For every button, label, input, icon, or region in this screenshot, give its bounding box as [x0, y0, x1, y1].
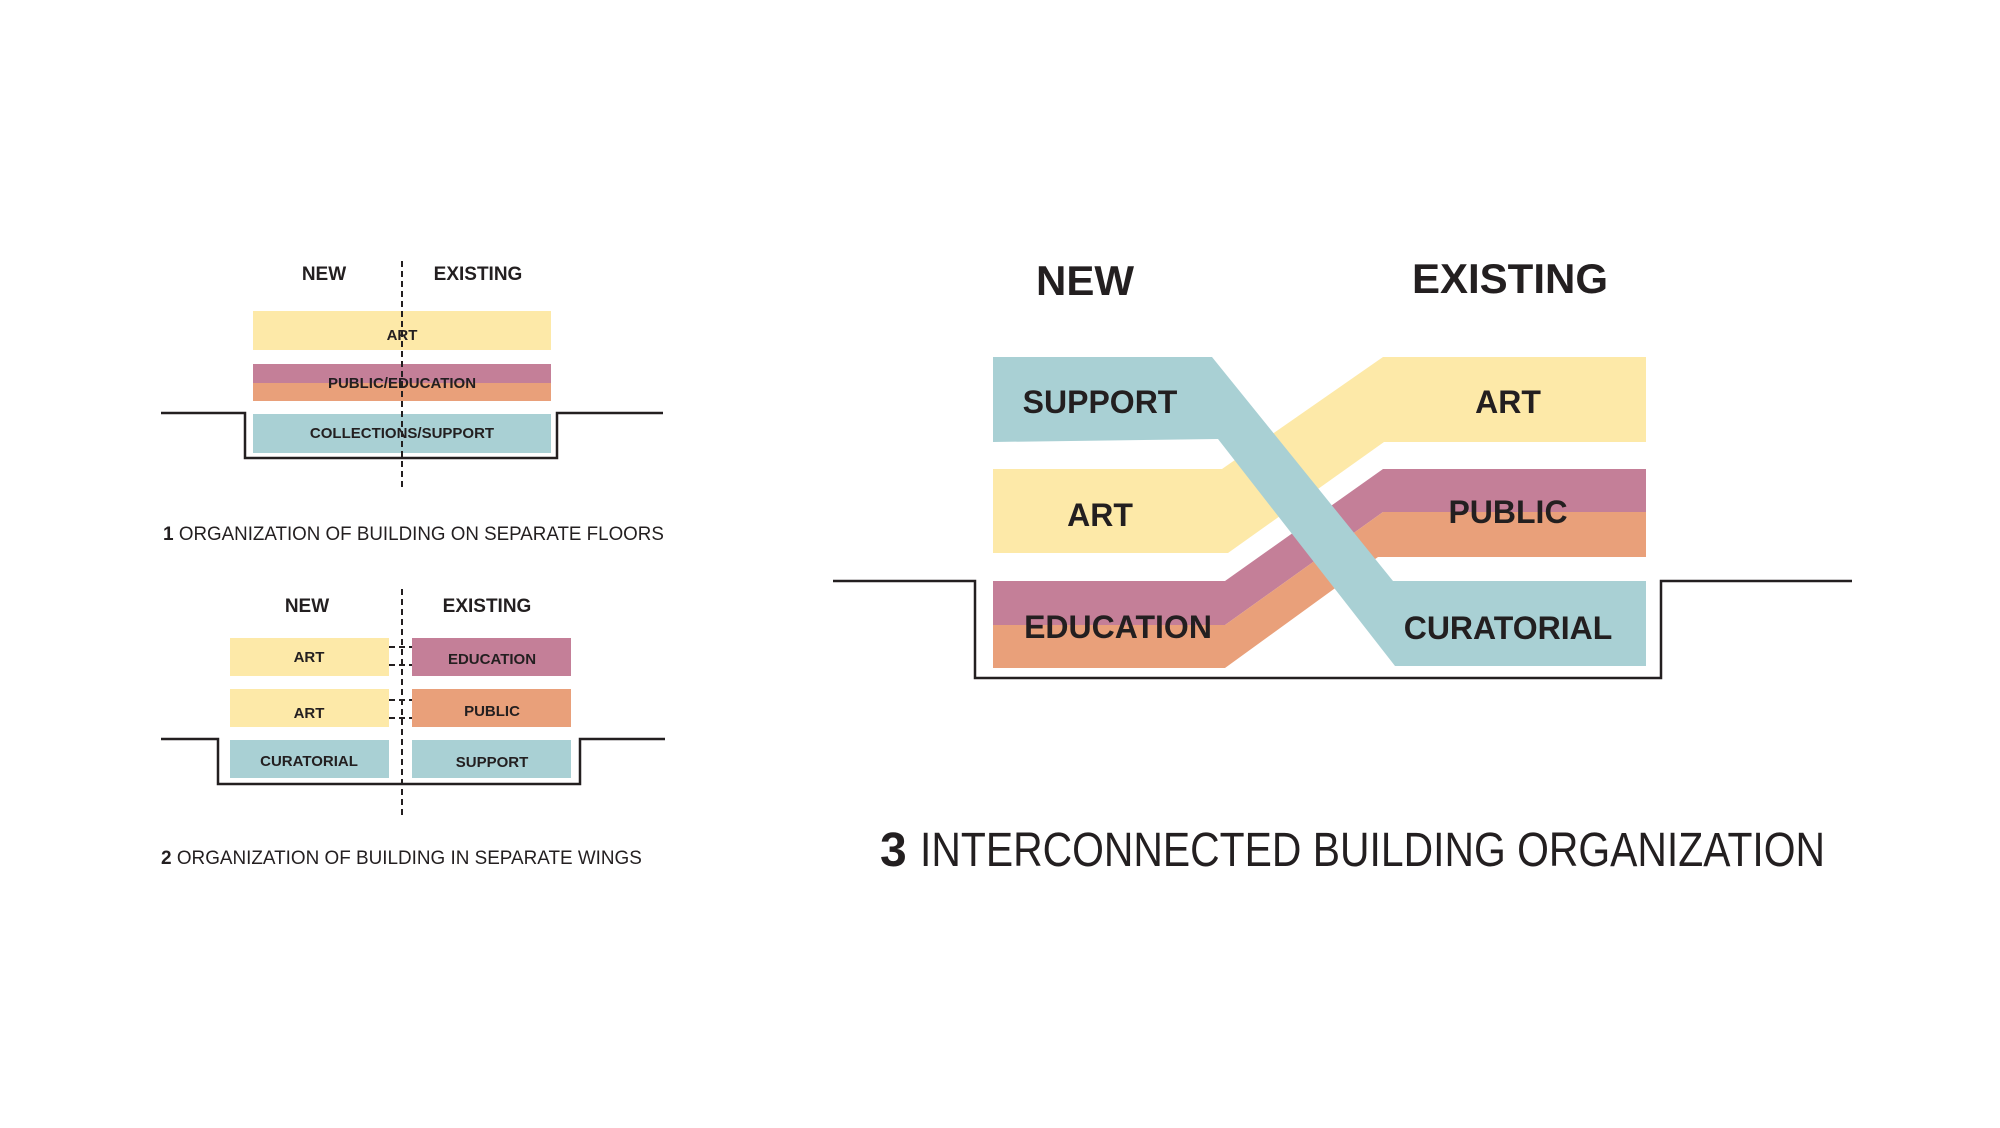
diagram-separate-floors: NEW EXISTING ART PUBLIC/EDUCATION COLLEC…: [161, 261, 664, 545]
curatorial-label: CURATORIAL: [260, 753, 358, 770]
curatorial-label: CURATORIAL: [1404, 610, 1613, 646]
support-label: SUPPORT: [1023, 384, 1178, 420]
ground-line: [161, 737, 665, 786]
caption: 1 ORGANIZATION OF BUILDING ON SEPARATE F…: [163, 524, 664, 545]
art-block: [230, 689, 389, 727]
existing-heading: EXISTING: [443, 596, 532, 617]
support-block: [412, 740, 571, 778]
public-block: [412, 689, 571, 727]
ground-line: [833, 579, 1852, 680]
diagram-interconnected: NEW EXISTING SUPPORT ART EDUCATION ART P…: [833, 255, 1852, 877]
new-heading: NEW: [302, 264, 346, 285]
support-curatorial-band: [993, 357, 1646, 666]
art-label: ART: [294, 649, 325, 666]
education-block: [412, 638, 571, 676]
art-label: ART: [1475, 384, 1541, 420]
art-label: ART: [1067, 497, 1133, 533]
ground-line: [161, 411, 663, 460]
caption: 2 ORGANIZATION OF BUILDING IN SEPARATE W…: [161, 848, 642, 869]
support-label: SUPPORT: [456, 754, 529, 771]
connector-dashes: [389, 646, 412, 719]
public-label: PUBLIC: [464, 703, 520, 720]
new-heading: NEW: [1036, 257, 1134, 304]
existing-heading: EXISTING: [434, 264, 523, 285]
curatorial-block: [230, 740, 389, 778]
public-label: PUBLIC: [1448, 494, 1567, 530]
education-label: EDUCATION: [1024, 609, 1212, 645]
caption: 3 INTERCONNECTED BUILDING ORGANIZATION: [880, 824, 1825, 877]
existing-heading: EXISTING: [1412, 255, 1608, 302]
art-band: [993, 357, 1646, 553]
education-public-band-bottom: [993, 512, 1646, 668]
new-heading: NEW: [285, 596, 329, 617]
art-label: ART: [294, 705, 325, 722]
art-block: [230, 638, 389, 676]
diagram-separate-wings: NEW EXISTING ART ART CURATORIAL EDUCATIO…: [161, 589, 665, 869]
education-label: EDUCATION: [448, 651, 536, 668]
